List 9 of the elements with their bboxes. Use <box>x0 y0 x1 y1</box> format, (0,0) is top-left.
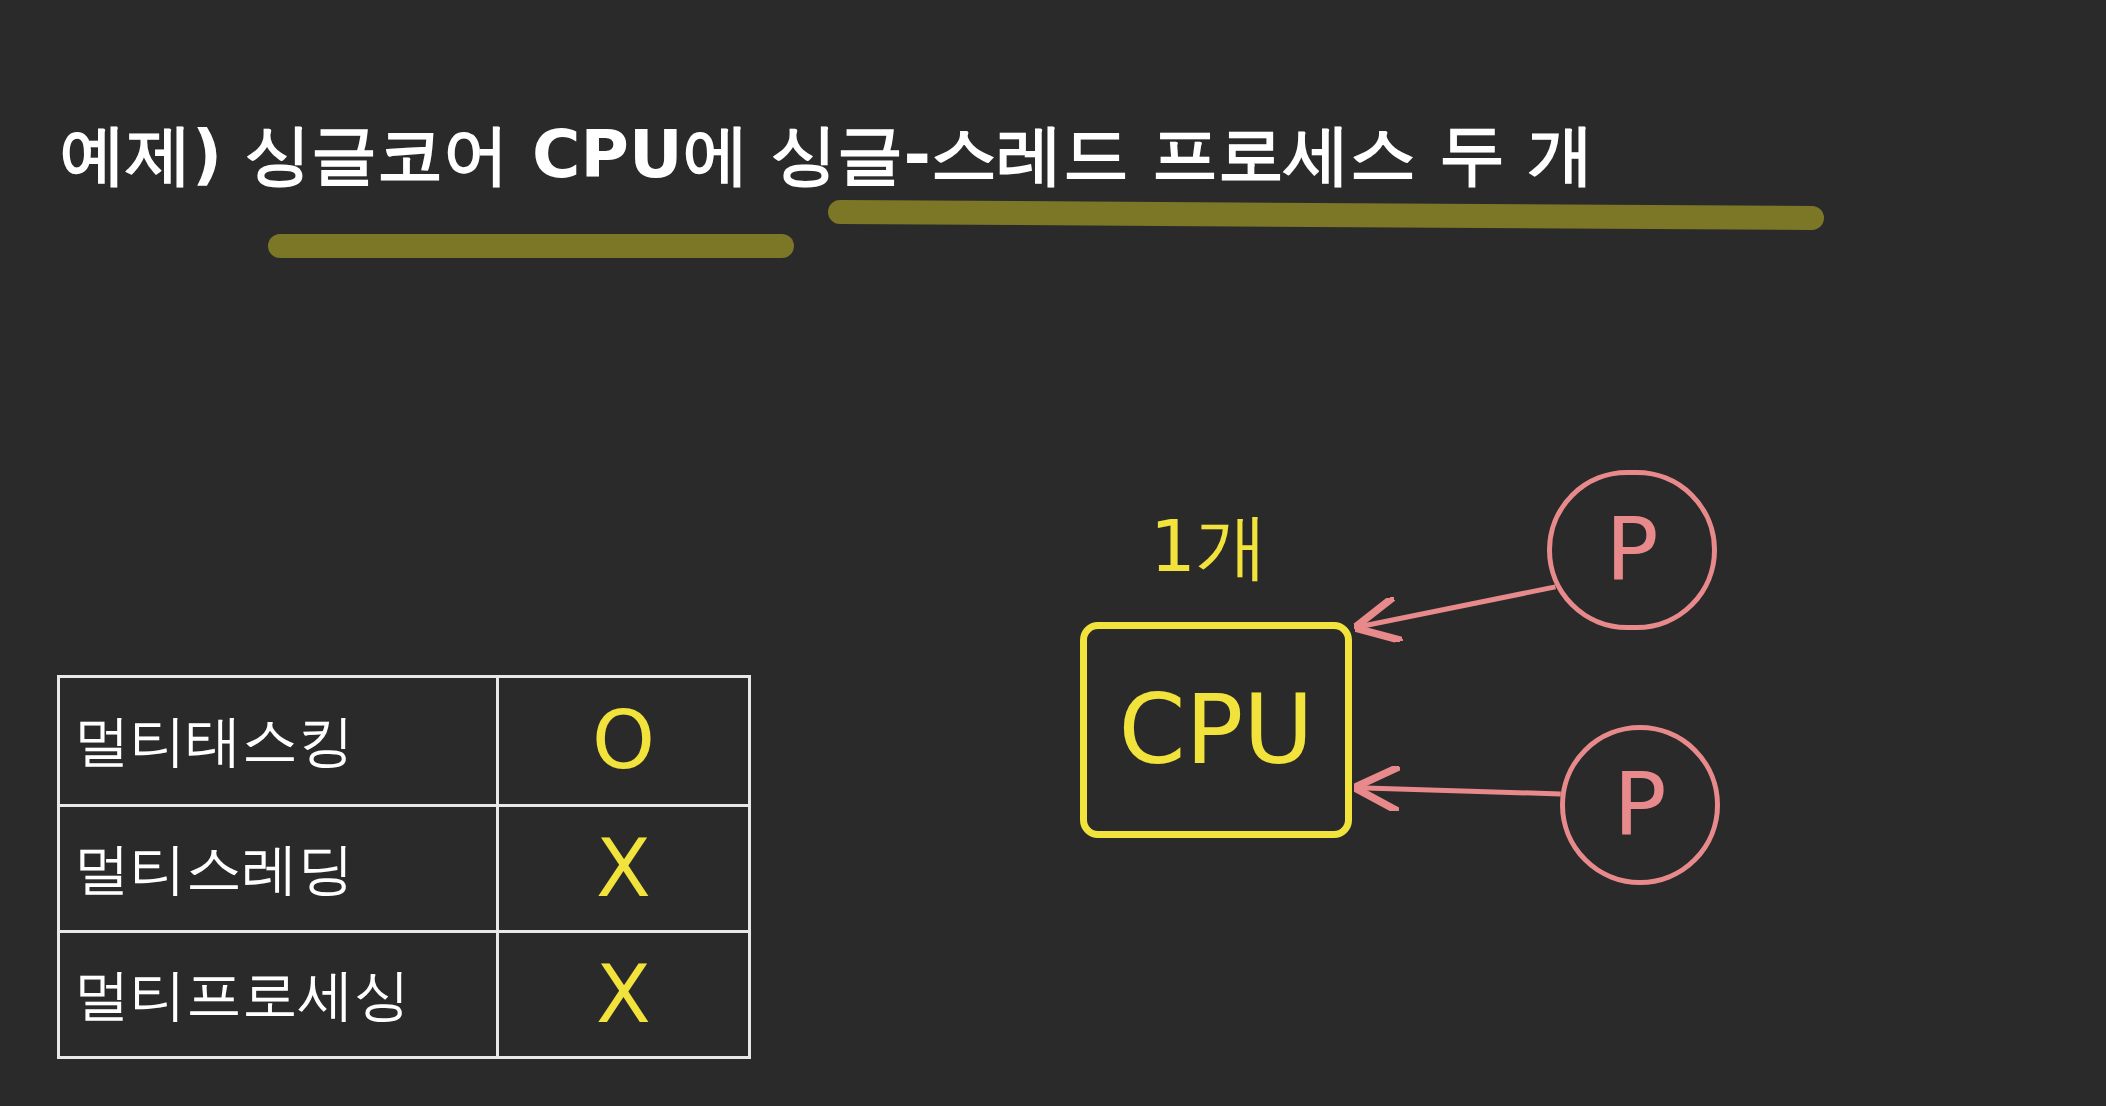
table-cell: 멀티프로세싱 <box>60 930 496 1056</box>
mark-cell: O <box>496 678 748 804</box>
count-label: 1개 <box>1150 503 1268 590</box>
mark-cell: X <box>496 804 748 930</box>
table-cell: 멀티스레딩 <box>60 804 496 930</box>
title: 예제) 싱글코어 CPU에 싱글-스레드 프로세스 두 개 <box>60 115 1594 195</box>
cpu-box: CPU <box>1080 622 1352 838</box>
table-cell-text: 멀티태스킹 <box>73 707 355 775</box>
mark-cell: X <box>496 930 748 1056</box>
